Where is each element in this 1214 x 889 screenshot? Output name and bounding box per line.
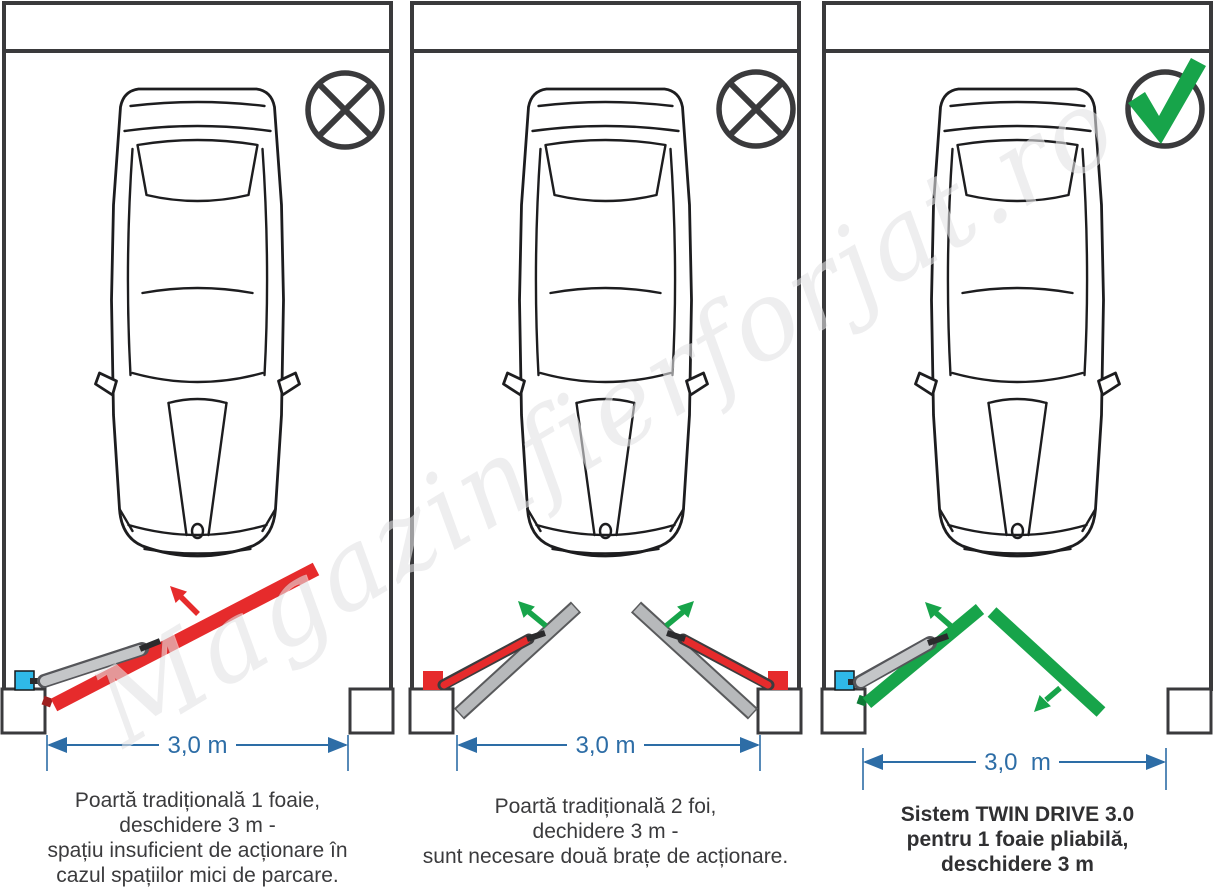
gate-hinge bbox=[41, 695, 54, 708]
gate-post-left bbox=[820, 687, 867, 735]
caption-panel1: Poartă tradițională 1 foaie, deschidere … bbox=[2, 788, 393, 888]
car bbox=[94, 87, 301, 558]
actuator-arm-right bbox=[666, 630, 775, 691]
car bbox=[502, 87, 709, 558]
dimension-3m bbox=[862, 748, 1167, 790]
gate-post-left bbox=[0, 687, 47, 735]
caption-line: dechidere 3 m - bbox=[532, 820, 679, 843]
dimension-label-panel2: 3,0 m bbox=[410, 732, 801, 760]
caption-panel2: Poartă tradițională 2 foi, dechidere 3 m… bbox=[410, 794, 801, 869]
dimension-value: 3,0 m bbox=[976, 749, 1059, 776]
caption-line: deschidere 3 m bbox=[941, 853, 1094, 876]
dimension-label-panel1: 3,0 m bbox=[2, 732, 393, 760]
caption-line: cazul spațiilor mici de parcare. bbox=[56, 864, 339, 887]
swing-direction-arrow bbox=[170, 586, 200, 616]
folding-gate-leaves bbox=[862, 604, 1106, 717]
fold-direction-arrow-up bbox=[925, 602, 954, 630]
caption-line: Poartă tradițională 1 foaie, bbox=[74, 789, 321, 812]
gate-post-right bbox=[756, 687, 803, 735]
actuator-arm bbox=[848, 633, 949, 689]
caption-panel3: Sistem TWIN DRIVE 3.0 pentru 1 foaie pli… bbox=[822, 802, 1213, 877]
dimension-label-panel3: 3,0 m bbox=[822, 749, 1213, 777]
gate-leaf-single bbox=[50, 562, 320, 712]
gate-post-right bbox=[1166, 687, 1213, 735]
caption-line: deschidere 3 m - bbox=[119, 814, 276, 837]
parking-top-wall bbox=[410, 1, 801, 53]
gate-post-right bbox=[348, 687, 395, 735]
x-circle-icon bbox=[716, 69, 796, 149]
actuator-arm bbox=[30, 638, 162, 688]
gate-leaf-right bbox=[630, 601, 759, 720]
caption-line: pentru 1 foaie pliabilă, bbox=[906, 828, 1129, 851]
gate-post-left bbox=[408, 687, 455, 735]
actuator-arm-left bbox=[437, 630, 546, 691]
swing-direction-arrow-left bbox=[518, 601, 548, 629]
car bbox=[914, 87, 1121, 558]
dimension-value: 3,0 m bbox=[159, 732, 236, 759]
fold-direction-arrow-down bbox=[1034, 685, 1062, 712]
caption-line: sunt necesare două brațe de acționare. bbox=[422, 845, 789, 868]
swing-direction-arrow-right bbox=[664, 601, 694, 629]
panel-twin-drive-folding bbox=[820, 1, 1213, 790]
caption-line: spațiu insuficient de acționare în bbox=[47, 839, 348, 862]
check-circle-icon bbox=[1125, 58, 1206, 149]
panel-traditional-2-leaf bbox=[408, 1, 803, 771]
gate-leaf-left bbox=[453, 601, 582, 720]
dimension-value: 3,0 m bbox=[567, 732, 644, 759]
caption-line: Sistem TWIN DRIVE 3.0 bbox=[900, 803, 1135, 826]
x-circle-icon bbox=[305, 70, 385, 150]
caption-line: Poartă tradițională 2 foi, bbox=[494, 795, 717, 818]
parking-top-wall bbox=[822, 1, 1213, 53]
parking-top-wall bbox=[2, 1, 393, 53]
panel-traditional-1-leaf bbox=[0, 1, 395, 771]
